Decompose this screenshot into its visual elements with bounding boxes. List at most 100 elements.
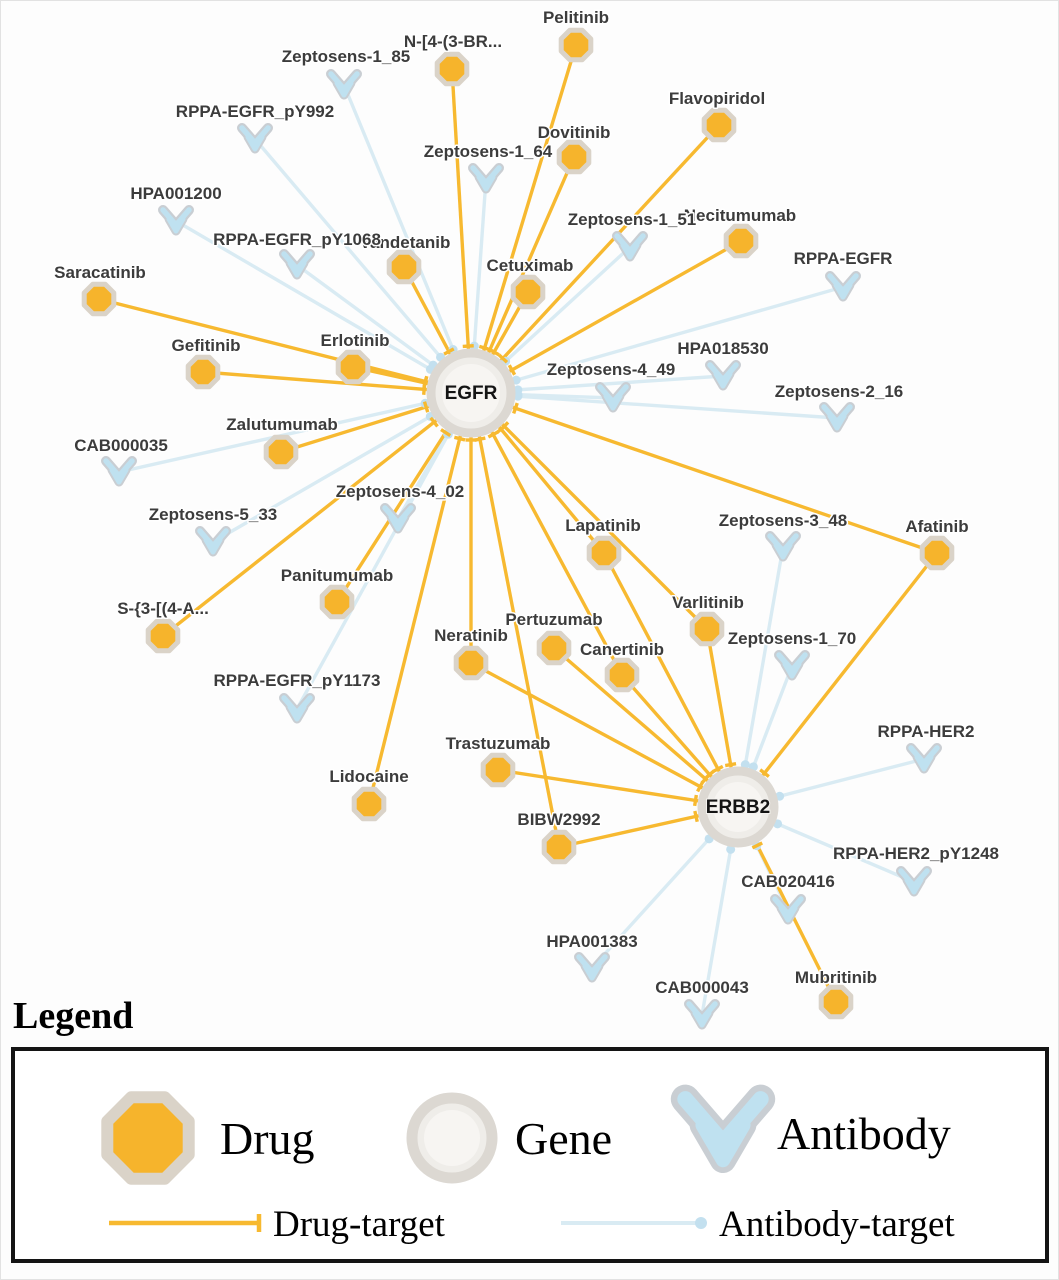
antibody-chevron-icon — [713, 371, 733, 389]
drug-node-vandetanib — [386, 249, 422, 285]
antibody-chevron-icon — [833, 282, 853, 300]
antibody-chevron-icon — [328, 71, 360, 92]
drug-edge-endpoint — [724, 762, 737, 768]
antibody-chevron-icon — [908, 745, 940, 766]
drug-edge-endpoint — [700, 773, 711, 785]
antibody-chevron-icon — [281, 695, 313, 716]
drug-octagon-icon — [558, 27, 594, 63]
drug-node-zalutumumab — [263, 434, 299, 470]
label-zalutumumab: Zalutumumab — [226, 415, 337, 434]
drug-octagon-icon — [145, 618, 181, 654]
drug-octagon-icon — [541, 829, 577, 865]
antibody-chevron-icon — [382, 505, 414, 526]
drug-node-canertinib — [604, 657, 640, 693]
antibody-chevron-icon — [767, 533, 799, 554]
label-lidocaine: Lidocaine — [329, 767, 408, 786]
label-zeptosens-4-49: Zeptosens-4_49 — [547, 360, 676, 379]
gene-legend-icon-inner — [424, 1110, 480, 1166]
drug-octagon-icon — [818, 984, 854, 1020]
antibody-node-hpa018530 — [705, 360, 741, 391]
label-rppa-her2: RPPA-HER2 — [878, 722, 975, 741]
drug-octagon-icon — [453, 645, 489, 681]
drug-edge-endpoint — [487, 430, 499, 439]
antibody-chevron-icon — [245, 134, 265, 152]
legend-antibody-edge-label: Antibody-target — [719, 1204, 955, 1245]
drug-octagon-icon — [185, 354, 221, 390]
antibody-chevron-icon — [470, 165, 502, 186]
antibody-chevron-icon — [782, 661, 802, 679]
drug-edge-endpoint — [696, 780, 705, 793]
drug-edge-endpoint — [497, 353, 509, 364]
drug-edge-endpoint — [512, 402, 519, 415]
antibody-chevron-icon — [203, 537, 223, 555]
drug-node-neratinib — [453, 645, 489, 681]
drug-octagon-icon — [919, 535, 955, 571]
label-vandetanib: Vandetanib — [360, 233, 451, 252]
antibody-chevron-icon — [776, 652, 808, 673]
drug-node-dovitinib — [556, 139, 592, 175]
label-cetuximab: Cetuximab — [487, 256, 574, 275]
drug-octagon-icon — [604, 657, 640, 693]
label-lapatinib: Lapatinib — [565, 516, 641, 535]
drug-octagon-icon — [351, 786, 387, 822]
drug-node-bibw2992 — [541, 829, 577, 865]
antibody-chevron-icon — [334, 80, 354, 98]
label-pelitinib: Pelitinib — [543, 8, 609, 27]
antibody-chevron-icon — [827, 273, 859, 294]
label-neratinib: Neratinib — [434, 626, 508, 645]
edge-antibody-target-rppa-egfr-py992 — [253, 137, 473, 395]
drug-node-pelitinib — [558, 27, 594, 63]
label-s3-4a: S-{3-[(4-A... — [117, 599, 209, 618]
drug-octagon-icon — [701, 107, 737, 143]
legend-box: Drug Gene Antibody Drug-target Antibody-… — [11, 1047, 1049, 1263]
drug-octagon-icon — [556, 139, 592, 175]
drug-octagon-icon — [335, 349, 371, 385]
label-cab020416: CAB020416 — [741, 872, 835, 891]
label-cab000043: CAB000043 — [655, 978, 749, 997]
antibody-chevron-icon — [287, 260, 307, 278]
antibody-chevron-icon — [692, 1010, 712, 1028]
drug-edge-endpoint — [507, 364, 517, 376]
label-zeptosens-5-33: Zeptosens-5_33 — [149, 505, 278, 524]
drug-node-flavopiridol — [701, 107, 737, 143]
drug-node-necitumumab — [723, 223, 759, 259]
drug-node-varlitinib — [689, 611, 725, 647]
drug-edge-endpoint — [429, 416, 439, 428]
antibody-chevron-icon — [388, 514, 408, 532]
label-pertuzumab: Pertuzumab — [505, 610, 602, 629]
antibody-chevron-icon — [476, 174, 496, 192]
label-zeptosens-2-16: Zeptosens-2_16 — [775, 382, 904, 401]
label-mubritinib: Mubritinib — [795, 968, 877, 987]
antibody-node-rppa-egfr — [825, 271, 861, 302]
drug-octagon-icon — [586, 535, 622, 571]
label-necitumumab: Necitumumab — [684, 206, 796, 225]
edge-antibody-target-zeptosens-1-85 — [342, 84, 473, 394]
drug-octagon-icon — [386, 249, 422, 285]
drug-node-s3-4a — [145, 618, 181, 654]
antibody-edge-endpoint — [513, 391, 523, 401]
edge-drug-target-n4-3br — [450, 68, 473, 394]
antibody-node-rppa-her2 — [906, 743, 942, 774]
antibody-chevron-icon — [821, 404, 853, 425]
label-zeptosens-1-51: Zeptosens-1_51 — [568, 210, 697, 229]
drug-node-n4-3br — [434, 51, 470, 87]
antibody-chevron-icon — [778, 905, 798, 923]
antibody-chevron-icon — [603, 393, 623, 411]
legend-drug-label: Drug — [220, 1113, 315, 1164]
label-rppa-egfr-py1173: RPPA-EGFR_pY1173 — [214, 671, 381, 690]
antibody-chevron-icon — [582, 963, 602, 981]
drug-octagon-icon — [319, 584, 355, 620]
edge-drug-target-saracatinib — [98, 297, 472, 395]
edge-drug-target-afatinib — [736, 551, 939, 809]
antibody-node-rppa-her2-py1248 — [896, 866, 932, 897]
label-afatinib: Afatinib — [905, 517, 968, 536]
label-erbb2: ERBB2 — [706, 797, 770, 818]
legend-antibody-label: Antibody — [777, 1108, 951, 1159]
drug-edge-endpoint — [751, 841, 763, 850]
antibody-chevron-icon — [914, 754, 934, 772]
drug-octagon-icon — [536, 630, 572, 666]
drug-octagon-icon — [434, 51, 470, 87]
label-varlitinib: Varlitinib — [672, 593, 744, 612]
antibody-chevron-icon — [904, 877, 924, 895]
drug-node-pertuzumab — [536, 630, 572, 666]
